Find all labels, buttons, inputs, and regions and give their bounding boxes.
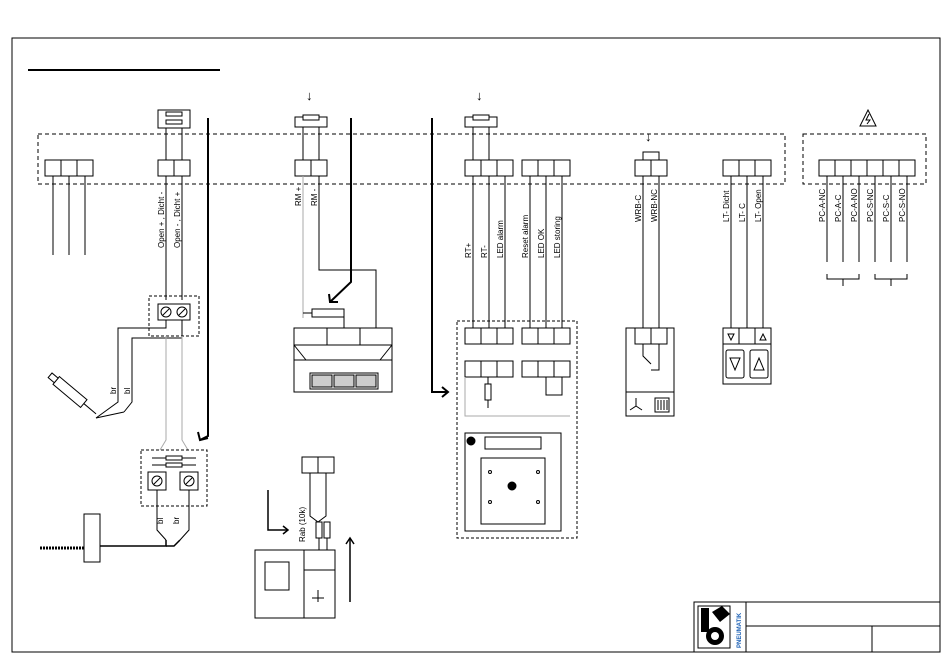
label-open-dicht-plus: Open - , Dicht +: [173, 191, 182, 248]
label-reset-alarm: Reset alarm: [521, 215, 530, 258]
label-led-alarm: LED alarm: [496, 220, 505, 258]
lt-switch-device: [723, 328, 771, 384]
feed-arrow-1: [200, 118, 208, 440]
label-br-2: br: [172, 517, 181, 524]
sheet-frame: [12, 38, 940, 652]
lower-fuse: [152, 456, 196, 467]
terminal-block-1: [45, 160, 93, 255]
control-panel-terminals: [465, 328, 570, 416]
label-br-1: br: [109, 387, 118, 394]
down-arrow-icon: ↓: [645, 129, 652, 144]
rm-display-device: [294, 309, 392, 392]
junction-screws-1: [158, 304, 190, 320]
rt-terminal: ↓: [465, 88, 513, 328]
label-rm-minus: RM -: [310, 188, 319, 206]
label-pc-a-c: PC-A-C: [834, 194, 843, 222]
probe-sensor-icon: [47, 371, 99, 417]
label-lt-dicht: LT- Dicht: [722, 190, 731, 222]
label-rm-plus: RM +: [294, 186, 303, 206]
label-pc-a-no: PC-A-NO: [850, 188, 859, 222]
lightning-warning-icon: [860, 110, 876, 126]
junction-screws-2: [148, 472, 198, 490]
label-bl-1: bl: [123, 388, 132, 394]
down-arrow-icon: ↓: [306, 88, 313, 103]
rab-device: [255, 457, 335, 618]
down-arrow-icon: ↓: [476, 88, 483, 103]
temperature-sensor: [84, 514, 100, 562]
rm-terminal: ↓: [295, 88, 376, 328]
label-rab: Rab (10k): [298, 507, 307, 542]
label-open-dicht-minus: Open + , Dicht -: [157, 191, 166, 248]
svg-text:PNEUMATIK: PNEUMATIK: [737, 612, 743, 648]
terminal-strip-boundary: [38, 134, 785, 184]
label-pc-s-c: PC-S-C: [882, 194, 891, 222]
label-pc-a-nc: PC-A-NC: [818, 188, 827, 222]
wrb-terminal: ↓: [635, 129, 667, 328]
label-lt-c: LT- C: [738, 203, 747, 222]
label-wrb-nc: WRB-NC: [650, 189, 659, 222]
label-bl-2: bl: [156, 518, 165, 524]
wrb-device: [626, 328, 674, 416]
grey-wire-2: [182, 336, 188, 450]
title-block: [694, 602, 940, 652]
label-led-ok: LED OK: [537, 228, 546, 258]
label-lt-open: LT- Open: [754, 189, 763, 222]
lt-terminal: [723, 160, 771, 328]
wire-bl-1: [124, 320, 182, 412]
feed-arrow-2: [330, 118, 351, 302]
label-rt-minus: RT-: [480, 245, 489, 258]
grey-wire-1: [160, 336, 166, 450]
label-led-storing: LED storing: [553, 216, 562, 258]
label-pc-s-nc: PC-S-NC: [866, 188, 875, 222]
sensor-cable: [100, 540, 166, 546]
feed-arrow-3: [432, 118, 448, 392]
label-pc-s-no: PC-S-NO: [898, 188, 907, 222]
pc-terminal: [819, 160, 915, 286]
thermostat-display: [465, 433, 561, 531]
arrow-into-rab: [268, 490, 288, 530]
label-rt-plus: RT+: [464, 242, 473, 258]
label-wrb-c: WRB-C: [634, 195, 643, 222]
